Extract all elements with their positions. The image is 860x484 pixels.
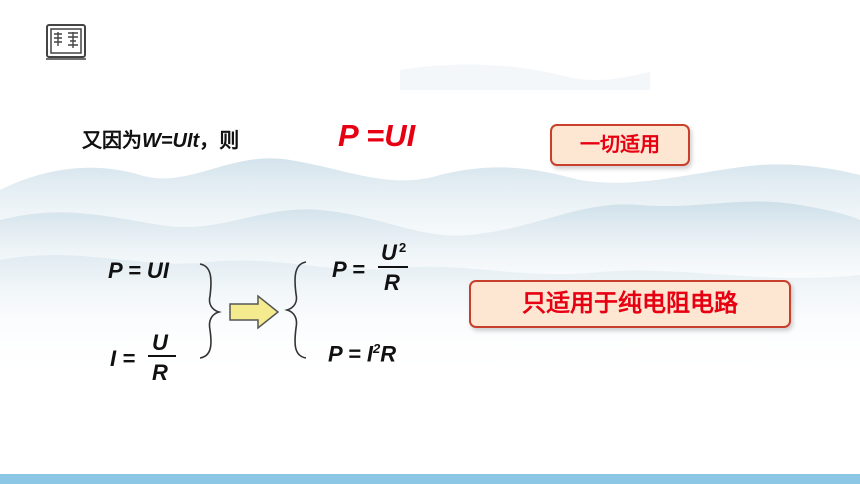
formula-p-i2r: P = I2R xyxy=(328,341,396,367)
ohm-fraction-bar xyxy=(148,355,176,357)
badge-general-applicability: 一切适用 xyxy=(550,124,690,166)
formula-p-equals-ui: P = UI xyxy=(108,258,169,283)
bottom-accent-bar xyxy=(0,474,860,484)
seal-logo-icon xyxy=(46,24,86,60)
premise-statement: 又因为W=UIt，则 xyxy=(82,124,239,153)
left-brace xyxy=(199,263,222,359)
i2r-suffix: R xyxy=(380,341,397,367)
u2r-exponent: 2 xyxy=(399,240,407,255)
work-formula: W=UIt xyxy=(142,130,200,152)
right-arrow-icon xyxy=(229,294,280,330)
badge-pure-resistance-only: 只适用于纯电阻电路 xyxy=(469,280,791,328)
i2r-base: P = I xyxy=(328,341,374,367)
ohm-denominator: R xyxy=(152,360,168,385)
right-brace xyxy=(284,261,307,359)
u2r-denominator: R xyxy=(384,270,400,295)
premise-suffix: ，则 xyxy=(199,130,240,152)
premise-prefix: 又因为 xyxy=(82,130,142,152)
u2r-numerator: U xyxy=(381,240,397,265)
formula-p-u2r-lhs: P = xyxy=(332,257,365,282)
ohm-numerator: U xyxy=(152,330,168,355)
formula-ohm-lhs: I = xyxy=(110,346,136,371)
i2r-exponent: 2 xyxy=(373,341,381,356)
u2r-fraction-bar xyxy=(378,266,408,268)
power-formula-general: P =UI xyxy=(338,118,416,153)
